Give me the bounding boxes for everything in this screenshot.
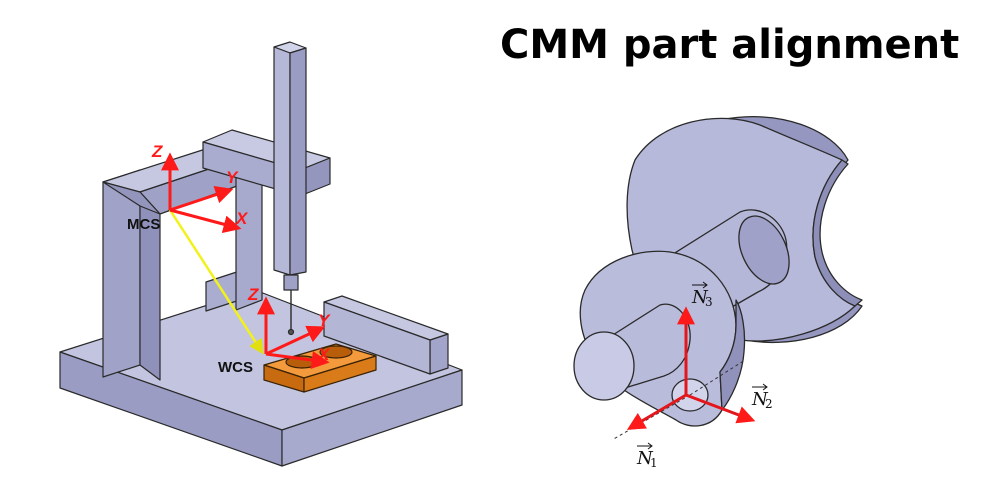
mcs-wcs-link xyxy=(168,209,264,355)
mcs-label: MCS xyxy=(127,216,160,233)
normal-n1-arrow xyxy=(626,393,687,430)
normal-n2-symbol: N xyxy=(751,389,769,410)
mcs-z-label: Z xyxy=(151,142,163,161)
wcs-label: WCS xyxy=(218,359,253,376)
machine-ram xyxy=(273,41,307,336)
normal-n1-label: N 1 xyxy=(636,442,658,470)
mcs-x-label: X xyxy=(235,209,249,228)
normal-n1-symbol: N xyxy=(636,448,654,469)
normal-n3-label: N 3 xyxy=(691,281,713,309)
workpiece xyxy=(263,343,377,393)
normal-n2-arrow xyxy=(685,393,756,424)
normal-n1-index: 1 xyxy=(650,456,658,470)
mcs-y-label: Y xyxy=(226,168,239,187)
normal-n3-index: 3 xyxy=(705,295,713,309)
wcs-axes xyxy=(257,296,330,370)
mcs-axes xyxy=(161,152,242,234)
normal-n2-label: N 2 xyxy=(751,383,773,411)
part-front-pin xyxy=(573,303,691,401)
part-model xyxy=(573,116,863,427)
cmm-machine xyxy=(59,41,463,467)
normal-vectors xyxy=(626,306,756,430)
wcs-x-label: X xyxy=(317,345,331,364)
wcs-z-label: Z xyxy=(247,285,259,304)
machine-left-leg xyxy=(102,169,161,381)
part-reference-lines xyxy=(611,359,746,441)
normal-n2-index: 2 xyxy=(765,397,773,411)
normal-n3-symbol: N xyxy=(691,287,709,308)
wcs-y-label: Y xyxy=(318,311,331,330)
page-title: CMM part alignment xyxy=(500,22,960,68)
